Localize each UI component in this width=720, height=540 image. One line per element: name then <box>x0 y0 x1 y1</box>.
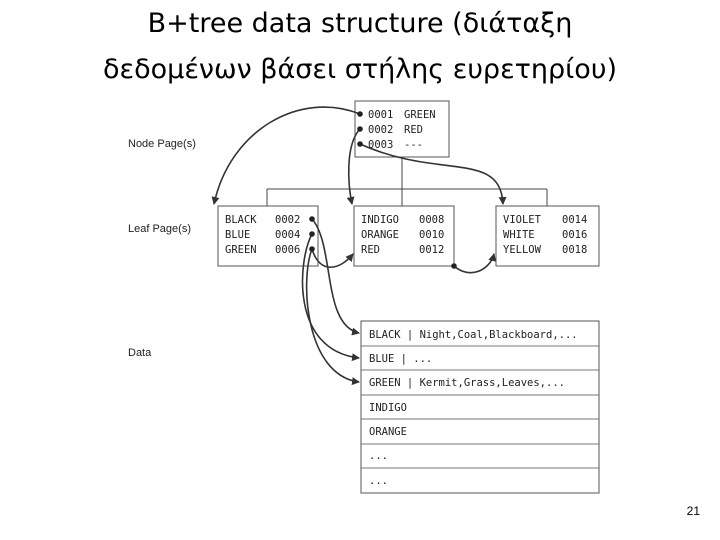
node-key: 0001 <box>368 109 393 121</box>
node-key: 0002 <box>368 124 393 136</box>
node-page: 0001 GREEN 0002 RED 0003 --- <box>354 100 450 158</box>
arrow-node-to-leaf-3 <box>359 143 507 205</box>
pointer-arrows <box>211 106 507 386</box>
label-node-pages: Node Page(s) <box>128 138 196 150</box>
arrow-leaf-green-to-data <box>305 248 360 386</box>
node-value: --- <box>404 139 423 151</box>
data-row: ORANGE <box>369 426 407 438</box>
data-row: BLUE | ... <box>369 353 432 365</box>
node-leaf-connectors <box>266 157 548 206</box>
data-row: GREEN | Kermit,Grass,Leaves,... <box>369 377 565 389</box>
leaf-page-2: INDIGO 0008 ORANGE 0010 RED 0012 <box>353 205 455 267</box>
node-key: 0003 <box>368 139 393 151</box>
leaf-key: 0012 <box>419 244 444 256</box>
leaf-value: ORANGE <box>361 229 399 241</box>
node-value: RED <box>404 124 423 136</box>
leaf-value: GREEN <box>225 244 257 256</box>
leaf-key: 0018 <box>562 244 587 256</box>
label-data: Data <box>128 347 152 359</box>
leaf-value: INDIGO <box>361 214 399 226</box>
leaf-key: 0006 <box>275 244 300 256</box>
arrow-leaf2-to-leaf3 <box>453 253 497 274</box>
leaf-value: VIOLET <box>503 214 542 226</box>
leaf-value: BLUE <box>225 229 250 241</box>
leaf-value: YELLOW <box>503 244 542 256</box>
data-table: BLACK | Night,Coal,Blackboard,... BLUE |… <box>360 320 600 494</box>
leaf-key: 0008 <box>419 214 444 226</box>
leaf-page-3: VIOLET 0014 WHITE 0016 YELLOW 0018 <box>495 205 600 267</box>
node-value: GREEN <box>404 109 436 121</box>
data-row: INDIGO <box>369 402 407 414</box>
leaf-value: BLACK <box>225 214 257 226</box>
leaf-key: 0014 <box>562 214 587 226</box>
data-row: ... <box>369 450 388 462</box>
arrow-node-to-leaf-1 <box>211 106 361 205</box>
leaf-value: WHITE <box>503 229 535 241</box>
leaf-value: RED <box>361 244 380 256</box>
arrow-node-to-leaf-2 <box>346 128 361 205</box>
leaf-key: 0002 <box>275 214 300 226</box>
leaf-key: 0016 <box>562 229 587 241</box>
leaf-key: 0010 <box>419 229 444 241</box>
leaf-key: 0004 <box>275 229 300 241</box>
slide-title-line-1: B+tree data structure (διάταξη <box>147 8 573 39</box>
pointer-dots <box>309 111 457 269</box>
leaf-page-1: BLACK 0002 BLUE 0004 GREEN 0006 <box>217 205 319 267</box>
arrow-leaf1-to-leaf2 <box>311 248 354 268</box>
arrow-leaf-blue-to-data <box>301 233 360 362</box>
label-leaf-pages: Leaf Page(s) <box>128 223 191 235</box>
data-row: ... <box>369 475 388 487</box>
arrow-leaf-black-to-data <box>311 218 360 336</box>
slide-title-line-2: δεδομένων βάσει στήλης ευρετηρίου) <box>102 54 617 85</box>
page-number: 21 <box>686 504 700 518</box>
data-row: BLACK | Night,Coal,Blackboard,... <box>369 329 578 341</box>
